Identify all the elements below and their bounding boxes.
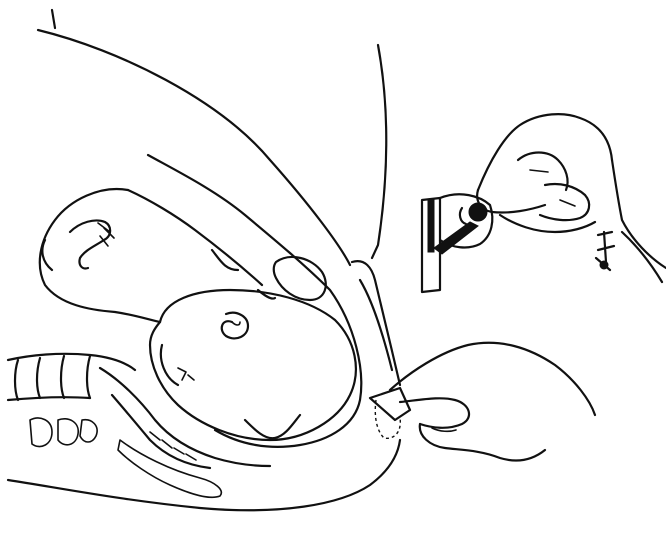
lower-hand <box>390 343 595 461</box>
lower-body-outline <box>8 440 400 510</box>
inserted-probe <box>352 261 410 438</box>
abdominal-wall <box>38 10 386 265</box>
handheld-device <box>422 194 492 292</box>
fetus <box>40 189 356 440</box>
uterus-outline <box>148 155 361 447</box>
upper-hand <box>477 114 666 282</box>
cord-tie <box>596 232 614 270</box>
device-knob-icon <box>469 203 487 221</box>
spine-and-pelvis <box>8 354 270 497</box>
